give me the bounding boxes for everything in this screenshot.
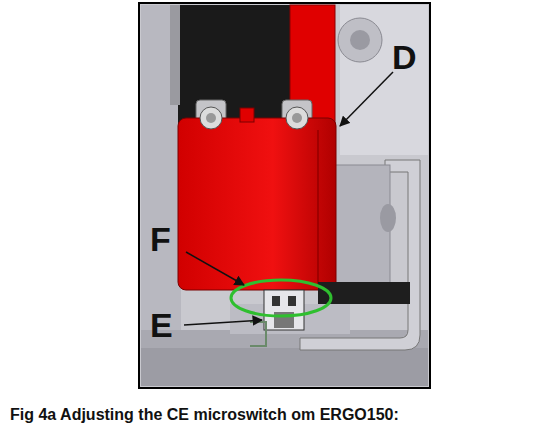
black-actuator [170, 5, 290, 123]
part-letter: F [150, 222, 171, 256]
red-switch-housing [178, 107, 336, 290]
figure-caption: Fig 4a Adjusting the CE microswitch om E… [10, 406, 399, 424]
background-parts [141, 5, 428, 386]
part-letter: D [392, 40, 417, 74]
microswitch-plunger [250, 290, 304, 346]
image-frame [139, 3, 430, 388]
part-letter: E [150, 308, 173, 342]
leader-arrows [184, 72, 393, 325]
highlight-ellipse [231, 280, 331, 316]
